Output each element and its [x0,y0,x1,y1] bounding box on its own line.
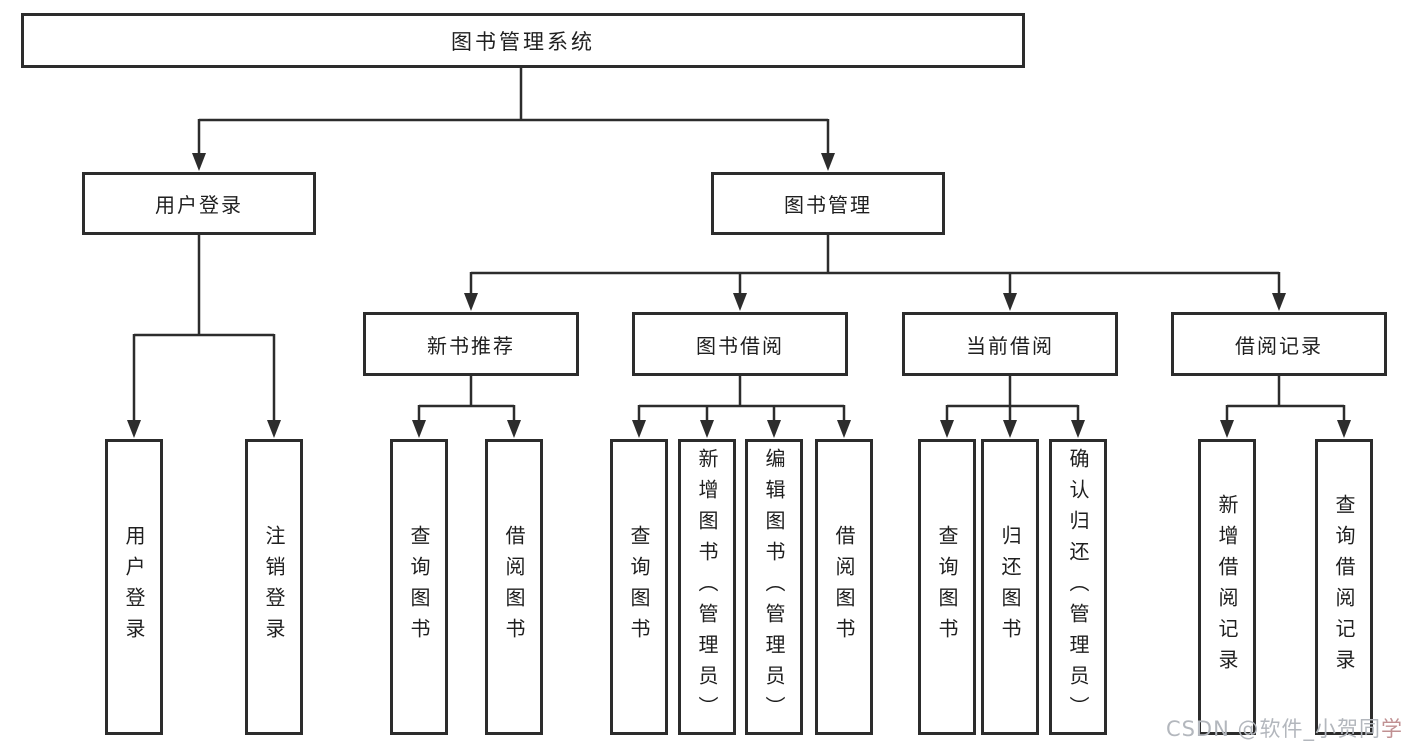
watermark-accent: 学 [1381,717,1403,741]
node-label: 当前借阅 [966,333,1054,358]
node-label: 用户登录 [155,193,243,217]
node-label: 新增借阅记录 [1215,494,1239,680]
node-label: 归还图书 [998,525,1022,649]
node-label: 借阅图书 [502,525,526,649]
node-label: 图书借阅 [696,333,784,358]
node-library-management-system: 图书管理系统 [21,13,1025,68]
node-label: 注销登录 [262,525,286,649]
node-label: 新增图书（管理员） [695,447,719,727]
node-add-books-admin: 新增图书（管理员） [678,439,736,735]
node-query-books-current: 查询图书 [918,439,976,735]
node-user-login-action: 用户登录 [105,439,163,735]
node-new-book-recommendation: 新书推荐 [363,312,579,376]
node-label: 查询图书 [627,525,651,649]
node-label: 新书推荐 [427,333,515,358]
node-query-borrow-record: 查询借阅记录 [1315,439,1373,735]
node-label: 借阅记录 [1235,333,1323,358]
node-add-borrow-record: 新增借阅记录 [1198,439,1256,735]
node-label: 图书管理系统 [451,29,595,54]
node-label: 图书管理 [784,193,872,217]
node-label: 查询图书 [935,525,959,649]
node-borrowing-records: 借阅记录 [1171,312,1387,376]
node-label: 借阅图书 [832,525,856,649]
node-borrow-books-recommend: 借阅图书 [485,439,543,735]
node-confirm-return-admin: 确认归还（管理员） [1049,439,1107,735]
node-label: 编辑图书（管理员） [762,447,786,727]
node-label: 查询图书 [407,525,431,649]
node-book-borrowing: 图书借阅 [632,312,848,376]
csdn-watermark: CSDN @软件_小贺同学 [1166,713,1403,743]
node-label: 用户登录 [122,525,146,649]
node-label: 查询借阅记录 [1332,494,1356,680]
node-query-books-recommend: 查询图书 [390,439,448,735]
node-edit-books-admin: 编辑图书（管理员） [745,439,803,735]
node-book-management: 图书管理 [711,172,945,235]
node-user-login: 用户登录 [82,172,316,235]
watermark-text: CSDN @软件_小贺同 [1165,717,1381,741]
node-logout-action: 注销登录 [245,439,303,735]
node-borrow-books-borrowing: 借阅图书 [815,439,873,735]
node-current-borrowing: 当前借阅 [902,312,1118,376]
node-query-books-borrowing: 查询图书 [610,439,668,735]
node-return-books: 归还图书 [981,439,1039,735]
node-label: 确认归还（管理员） [1066,447,1090,727]
